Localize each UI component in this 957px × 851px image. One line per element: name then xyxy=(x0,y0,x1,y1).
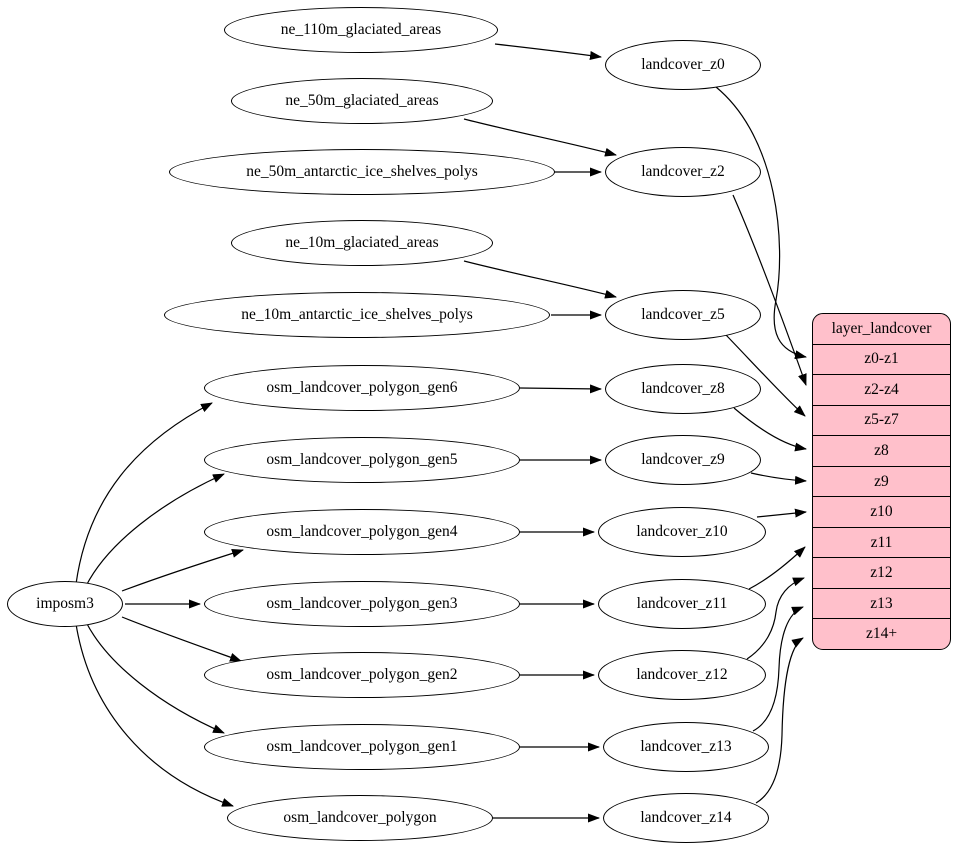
node-label: ne_110m_glaciated_areas xyxy=(280,21,442,38)
node-label: landcover_z13 xyxy=(640,738,732,755)
node-label: ne_50m_antarctic_ice_shelves_polys xyxy=(246,163,478,180)
table-row-z2-z4: z2-z4 xyxy=(813,374,950,405)
node-label: osm_landcover_polygon_gen4 xyxy=(266,523,458,540)
table-row-label: z8 xyxy=(874,441,889,459)
table-row-z0-z1: z0-z1 xyxy=(813,343,950,375)
edge-landcover_z13-row-z13 xyxy=(752,606,804,732)
node-ne_110m_glaciated_areas: ne_110m_glaciated_areas xyxy=(224,7,498,53)
table-row-label: z12 xyxy=(870,564,893,582)
node-label: osm_landcover_polygon_gen1 xyxy=(266,738,458,755)
edge-landcover_z10-row-z10 xyxy=(756,508,807,518)
node-imposm3: imposm3 xyxy=(7,581,123,627)
node-layer_landcover: layer_landcover z0-z1 z2-z4 z5-z7 z8 z9 … xyxy=(812,313,951,650)
table-row-label: z5-z7 xyxy=(864,411,899,429)
node-label: osm_landcover_polygon_gen5 xyxy=(266,451,458,468)
node-ne_10m_antarctic_ice_shelves_polys: ne_10m_antarctic_ice_shelves_polys xyxy=(164,292,550,338)
table-row-label: z9 xyxy=(874,472,889,490)
node-label: osm_landcover_polygon_gen2 xyxy=(266,666,458,683)
node-label: landcover_z10 xyxy=(636,523,728,540)
table-row-label: z13 xyxy=(870,594,893,612)
table-header: layer_landcover xyxy=(813,314,950,344)
node-osm_landcover_polygon_gen4: osm_landcover_polygon_gen4 xyxy=(204,509,520,555)
node-label: osm_landcover_polygon_gen3 xyxy=(266,595,458,612)
node-landcover_z14: landcover_z14 xyxy=(603,793,769,843)
node-osm_landcover_polygon_gen3: osm_landcover_polygon_gen3 xyxy=(204,581,520,627)
node-label: ne_50m_glaciated_areas xyxy=(285,92,439,109)
table-row-label: z0-z1 xyxy=(864,350,899,368)
node-osm_landcover_polygon_gen2: osm_landcover_polygon_gen2 xyxy=(204,652,520,698)
table-row-z5-z7: z5-z7 xyxy=(813,404,950,436)
edge-landcover_z5-row-z5-z7 xyxy=(725,334,806,417)
table-row-z14: z14+ xyxy=(813,618,950,649)
node-label: landcover_z11 xyxy=(636,595,728,612)
table-row-z13: z13 xyxy=(813,587,950,619)
node-label: landcover_z12 xyxy=(636,666,728,683)
table-title: layer_landcover xyxy=(831,319,932,337)
edge-ne_110m_glaciated_areas-landcover_z0 xyxy=(494,43,602,60)
node-osm_landcover_polygon: osm_landcover_polygon xyxy=(227,795,493,841)
table-row-z8: z8 xyxy=(813,435,950,466)
edge-landcover_z14-row-z14 xyxy=(755,637,804,804)
table-row-z9: z9 xyxy=(813,465,950,497)
edge-imposm3-osm_landcover_polygon_gen5 xyxy=(85,473,225,587)
edge-landcover_z9-row-z9 xyxy=(750,472,807,485)
node-label: landcover_z5 xyxy=(641,306,725,323)
edge-ne_10m_glaciated_areas-landcover_z5 xyxy=(463,260,617,299)
node-label: landcover_z8 xyxy=(641,380,725,397)
node-landcover_z10: landcover_z10 xyxy=(598,507,766,557)
edge-imposm3-osm_landcover_polygon_gen6 xyxy=(75,402,213,585)
node-label: imposm3 xyxy=(36,595,94,612)
edge-imposm3-osm_landcover_polygon_gen4 xyxy=(121,549,244,592)
node-label: landcover_z9 xyxy=(641,451,725,468)
node-landcover_z9: landcover_z9 xyxy=(605,435,761,485)
node-label: ne_10m_antarctic_ice_shelves_polys xyxy=(241,306,473,323)
edge-imposm3-osm_landcover_polygon_gen1 xyxy=(85,621,225,734)
edge-landcover_z2-row-z2-z4 xyxy=(732,194,807,386)
node-label: landcover_z0 xyxy=(641,56,725,73)
node-landcover_z0: landcover_z0 xyxy=(605,40,761,90)
edge-imposm3-osm_landcover_polygon xyxy=(75,623,234,807)
table-row-z10: z10 xyxy=(813,496,950,527)
edge-ne_50m_glaciated_areas-landcover_z2 xyxy=(463,118,617,157)
node-landcover_z8: landcover_z8 xyxy=(605,364,761,414)
edge-landcover_z12-row-z12 xyxy=(746,577,805,660)
node-landcover_z13: landcover_z13 xyxy=(603,722,769,772)
node-label: landcover_z2 xyxy=(641,163,725,180)
node-ne_50m_glaciated_areas: ne_50m_glaciated_areas xyxy=(231,78,493,124)
node-label: osm_landcover_polygon xyxy=(283,809,437,826)
node-landcover_z11: landcover_z11 xyxy=(598,579,766,629)
edge-osm_landcover_polygon_gen6-landcover_z8 xyxy=(519,384,602,394)
node-osm_landcover_polygon_gen1: osm_landcover_polygon_gen1 xyxy=(204,724,520,770)
node-landcover_z2: landcover_z2 xyxy=(605,147,761,197)
node-ne_10m_glaciated_areas: ne_10m_glaciated_areas xyxy=(231,220,493,266)
node-osm_landcover_polygon_gen5: osm_landcover_polygon_gen5 xyxy=(204,437,520,483)
table-row-label: z2-z4 xyxy=(864,380,899,398)
node-landcover_z12: landcover_z12 xyxy=(598,650,766,700)
edge-landcover_z8-row-z8 xyxy=(733,407,807,452)
node-ne_50m_antarctic_ice_shelves_polys: ne_50m_antarctic_ice_shelves_polys xyxy=(169,149,555,195)
edge-imposm3-osm_landcover_polygon_gen2 xyxy=(121,616,242,662)
edge-landcover_z0-row-z0-z1 xyxy=(715,86,807,360)
table-row-label: z14+ xyxy=(865,625,898,643)
table-row-label: z10 xyxy=(870,503,893,521)
table-row-label: z11 xyxy=(870,533,893,551)
node-label: osm_landcover_polygon_gen6 xyxy=(266,379,458,396)
table-row-z12: z12 xyxy=(813,557,950,588)
node-label: landcover_z14 xyxy=(640,809,732,826)
edge-landcover_z11-row-z11 xyxy=(748,546,806,590)
node-label: ne_10m_glaciated_areas xyxy=(285,234,439,251)
table-row-z11: z11 xyxy=(813,526,950,558)
node-osm_landcover_polygon_gen6: osm_landcover_polygon_gen6 xyxy=(204,365,520,411)
node-landcover_z5: landcover_z5 xyxy=(605,290,761,340)
